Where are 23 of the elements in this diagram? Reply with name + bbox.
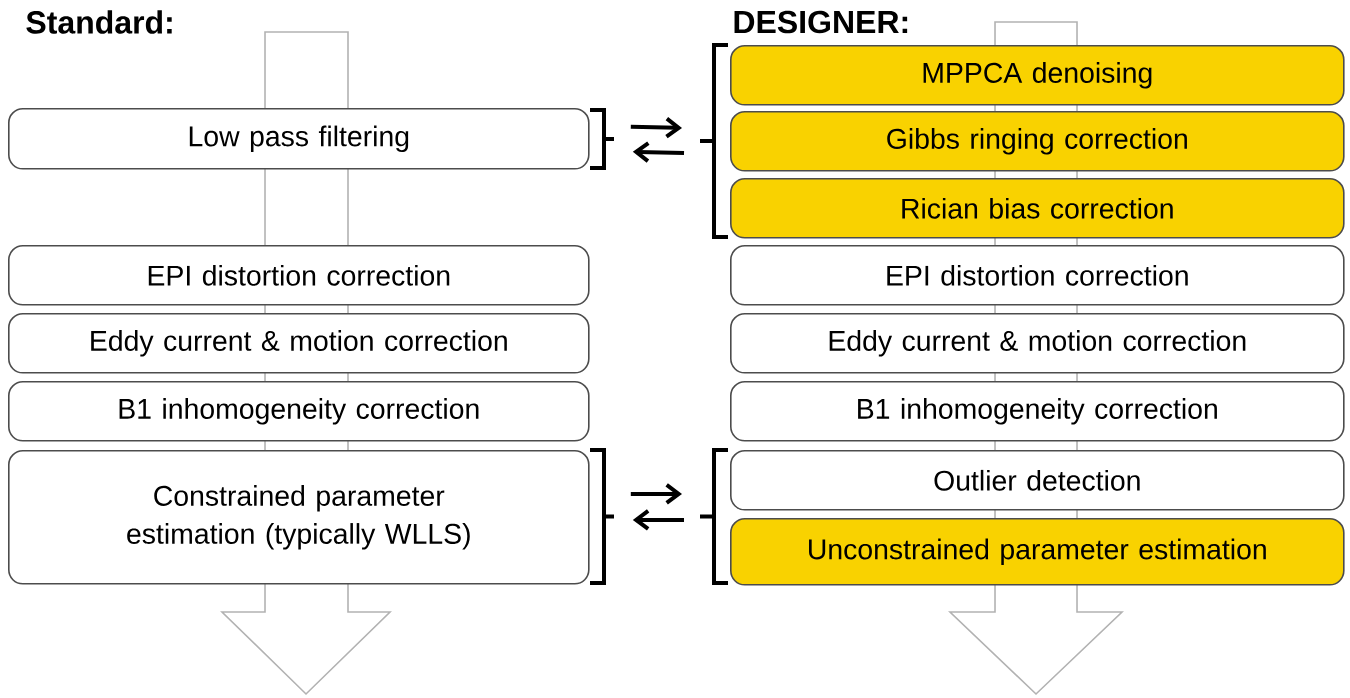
arrow [632,509,684,531]
process-box: Constrained parameter estimation (typically WLLS) [8,450,590,585]
process-box: B1 inhomogeneity correction [8,381,590,442]
process-box: B1 inhomogeneity correction [730,381,1345,442]
bracket [588,108,616,170]
process-box: Gibbs ringing correction [730,111,1345,172]
bracket [698,43,730,239]
arrow [632,141,685,163]
process-box: EPI distortion correction [8,245,590,306]
arrow [630,117,682,139]
process-box: EPI distortion correction [730,245,1345,306]
process-box: Eddy current & motion correction [8,313,590,374]
arrow [630,483,682,505]
column-heading: DESIGNER: [734,10,908,34]
process-box: Outlier detection [730,450,1345,511]
process-box: Low pass filtering [8,108,590,170]
column-heading: Standard: [26,10,172,34]
process-box: MPPCA denoising [730,45,1345,106]
bracket [698,448,730,585]
process-box: Unconstrained parameter estimation [730,518,1345,586]
process-box: Eddy current & motion correction [730,313,1345,374]
process-box: Rician bias correction [730,178,1345,239]
bracket [588,448,616,585]
